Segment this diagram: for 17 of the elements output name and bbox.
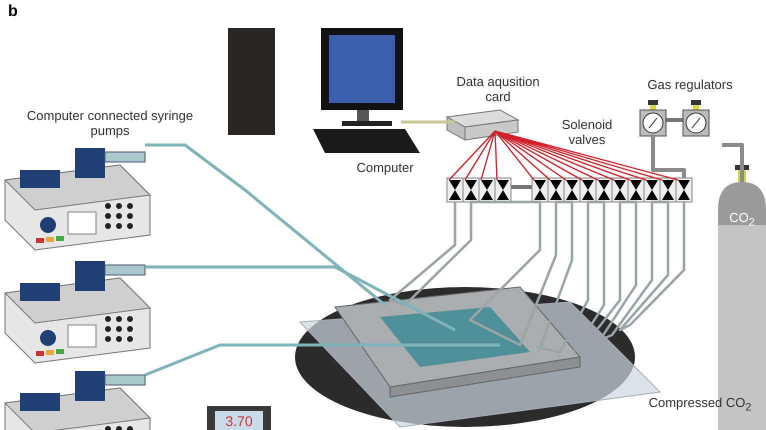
group-heading: Computer connected syringe pumps <box>26 108 194 138</box>
gas-pipe <box>722 143 744 182</box>
cylinder-label: CO$_{2}$ <box>728 210 756 231</box>
cable <box>401 120 455 124</box>
device-label: Solenoid valves <box>560 117 614 147</box>
device-label: Data aqusition card <box>455 74 541 104</box>
fluid-tubing <box>144 344 500 376</box>
signal-wires <box>448 130 679 181</box>
gas-pipe <box>651 136 686 178</box>
panel-letter: b <box>8 4 18 19</box>
valve-tubing <box>388 200 686 354</box>
device-label: Computer <box>355 160 415 175</box>
fluid-tubing <box>145 144 386 306</box>
device-label: Compressed CO$_{2}$ <box>648 395 752 416</box>
display-reading: 3.70 <box>224 414 254 429</box>
fluid-tubing <box>145 266 456 332</box>
device-label: Gas regulators <box>646 77 734 92</box>
